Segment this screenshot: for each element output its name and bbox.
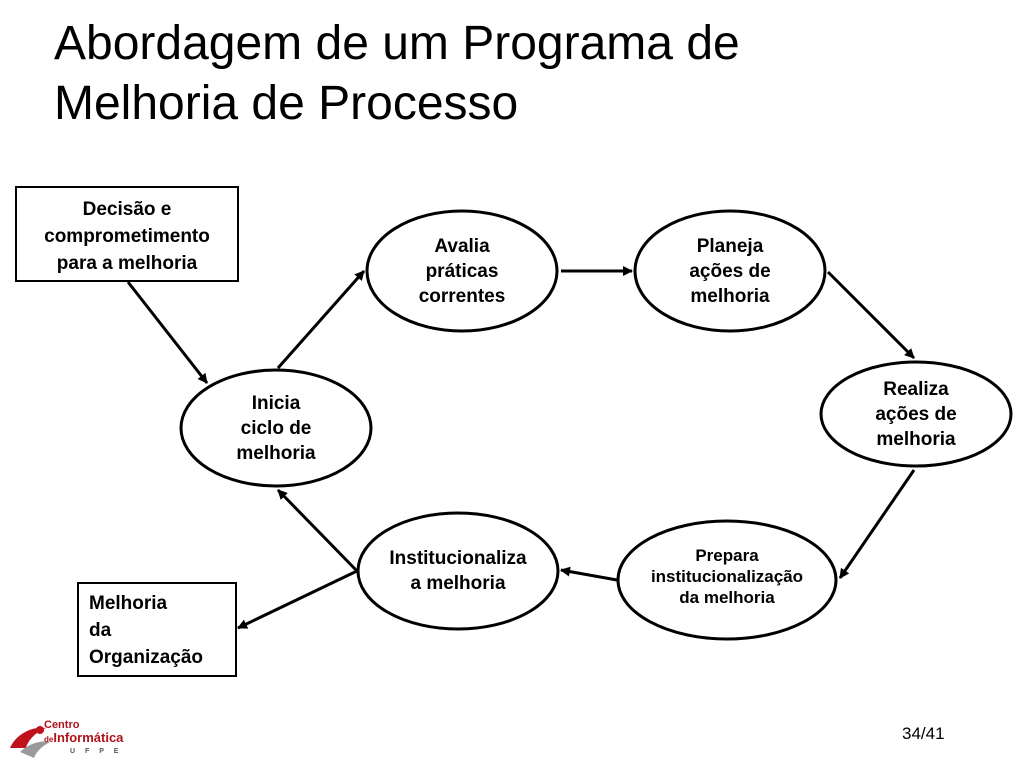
slide-title-line-2: Melhoria de Processo	[54, 77, 519, 130]
decision-box-line-2: comprometimento	[44, 226, 210, 247]
node-inicia-ellipse	[179, 368, 373, 488]
node-planeja-ellipse	[633, 209, 827, 333]
organization-box-line-2: da	[89, 620, 112, 641]
node-prepara-line-3: da melhoria	[679, 587, 775, 607]
node-prepara-label: Prepara institucionalização da melhoria	[618, 521, 836, 631]
node-avalia-ellipse	[365, 209, 559, 333]
node-inicia-label: Inicia ciclo de melhoria	[181, 370, 371, 486]
logo-wordmark: Centro deInformática U F P E	[44, 720, 123, 756]
node-institucionaliza-line-2: a melhoria	[410, 573, 506, 594]
logo-line-1: Centro	[44, 719, 80, 731]
arrow-prepara-to-institucionaliza	[560, 566, 618, 582]
logo-line-2: deInformática	[44, 731, 123, 747]
decision-box: Decisão e comprometimento para a melhori…	[15, 186, 239, 282]
node-prepara-line-1: Prepara	[695, 545, 759, 565]
decision-box-line-1: Decisão e	[82, 199, 172, 220]
node-realiza-label: Realiza ações de melhoria	[821, 362, 1011, 466]
node-institucionaliza-label: Institucionaliza a melhoria	[358, 513, 558, 629]
arrow-institucionaliza-to-inicia	[276, 488, 359, 573]
node-institucionaliza-line-1: Institucionaliza	[389, 548, 527, 569]
node-institucionaliza-ellipse	[356, 511, 560, 631]
arrow-decision-to-inicia	[126, 281, 209, 384]
node-avalia-label: Avalia práticas correntes	[367, 211, 557, 331]
organization-box: Melhoria da Organização	[77, 582, 237, 677]
arrow-institucionaliza-to-organization	[237, 569, 358, 630]
arrow-inicia-to-avalia	[276, 270, 366, 369]
node-realiza-line-1: Realiza	[883, 378, 949, 400]
logo-prefix: de	[44, 735, 54, 744]
node-planeja-line-2: ações de	[689, 260, 771, 282]
node-avalia-line-1: Avalia	[434, 235, 490, 257]
node-realiza-line-2: ações de	[875, 403, 957, 425]
organization-box-line-1: Melhoria	[89, 593, 168, 614]
node-realiza-line-3: melhoria	[876, 428, 956, 450]
node-avalia-line-2: práticas	[425, 260, 499, 282]
logo-line-2-text: Informática	[53, 730, 124, 745]
page-number: 34/41	[902, 724, 945, 743]
node-prepara-ellipse	[616, 519, 838, 641]
arrow-planeja-to-realiza	[826, 270, 916, 360]
centro-de-informatica-logo	[10, 726, 50, 758]
slide-title-line-1: Abordagem de um Programa de	[54, 17, 740, 70]
node-inicia-line-1: Inicia	[251, 392, 301, 414]
slide-title: Abordagem de um Programa de Melhoria de …	[54, 14, 994, 134]
node-prepara-line-2: institucionalização	[650, 566, 804, 586]
node-planeja-label: Planeja ações de melhoria	[635, 211, 825, 331]
node-planeja-line-1: Planeja	[696, 235, 764, 257]
node-inicia-line-3: melhoria	[236, 442, 316, 464]
organization-box-line-3: Organização	[89, 647, 204, 668]
node-avalia-line-3: correntes	[418, 285, 506, 307]
node-inicia-line-2: ciclo de	[240, 417, 312, 439]
node-planeja-line-3: melhoria	[690, 285, 770, 307]
arrow-realiza-to-prepara	[838, 469, 916, 579]
node-realiza-ellipse	[819, 360, 1013, 468]
decision-box-line-3: para a melhoria	[56, 253, 198, 274]
logo-line-3: U F P E	[70, 748, 123, 755]
